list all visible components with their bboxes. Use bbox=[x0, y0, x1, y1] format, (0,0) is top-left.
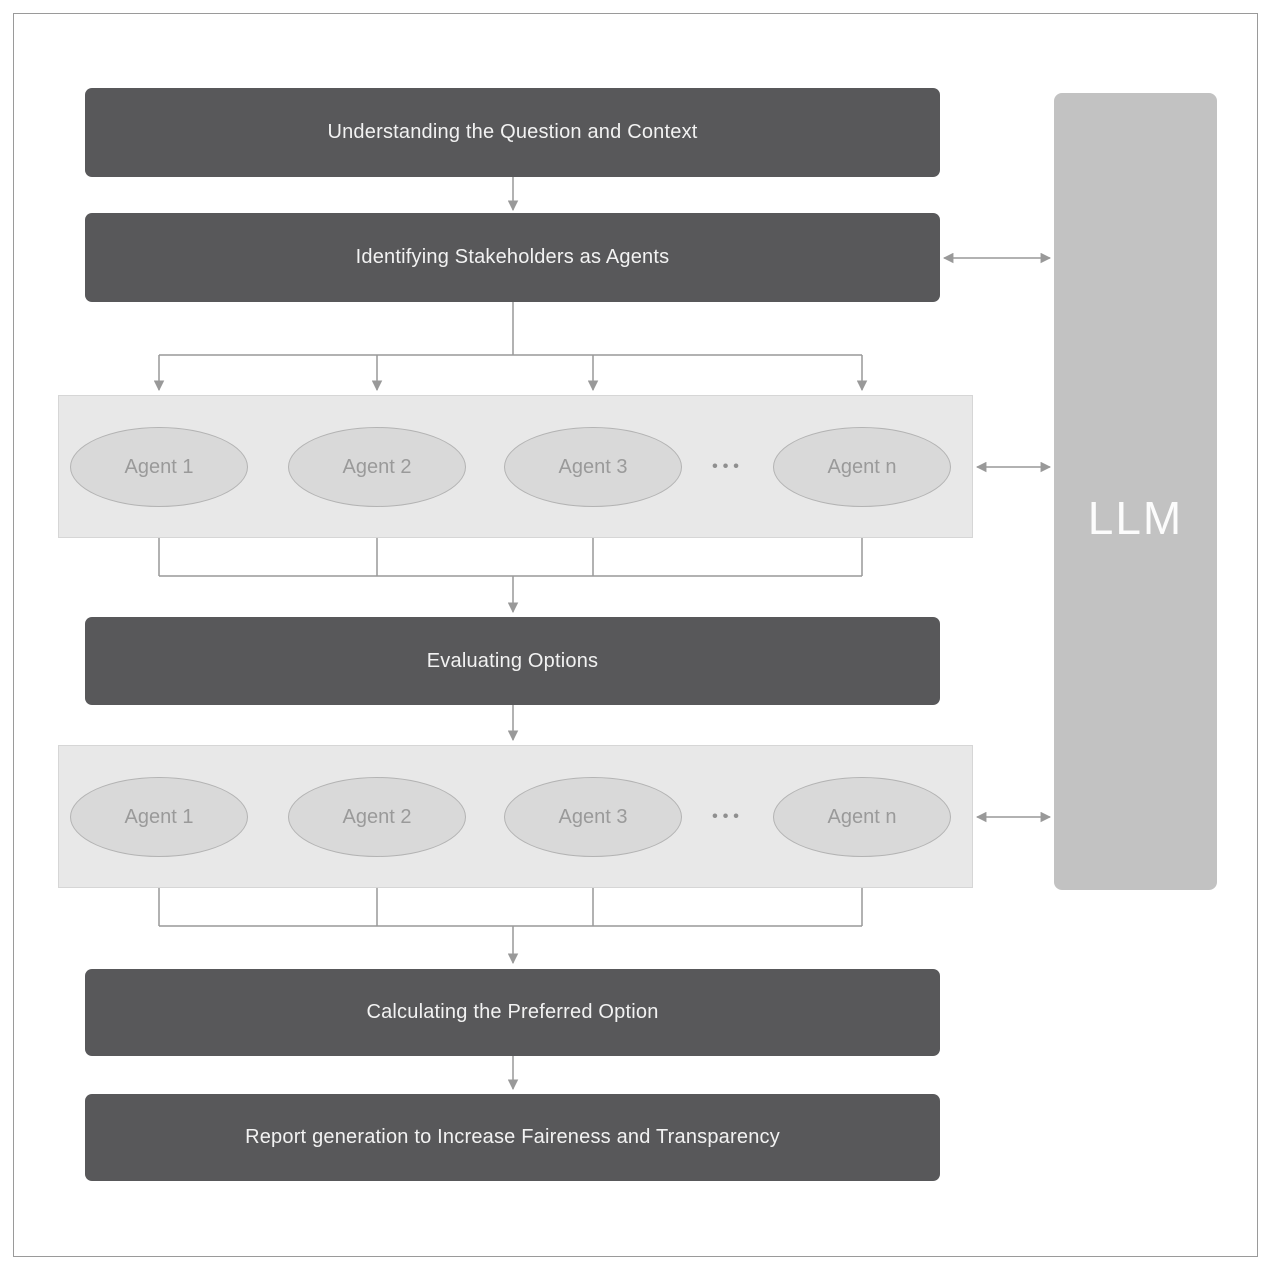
llm-panel: LLM bbox=[1054, 93, 1217, 890]
ellipsis-row1: ••• bbox=[712, 458, 744, 475]
agent-n-label-row1: Agent n bbox=[827, 455, 897, 478]
agent-row-2: Agent 1 Agent 2 Agent 3 ••• Agent n bbox=[58, 745, 973, 888]
node-report-label: Report generation to Increase Faireness … bbox=[245, 1126, 780, 1148]
node-report-generation: Report generation to Increase Faireness … bbox=[85, 1094, 940, 1181]
node-understanding-label: Understanding the Question and Context bbox=[327, 121, 698, 143]
agent-3-node-row2: Agent 3 bbox=[504, 777, 682, 857]
agent-1-label-row2: Agent 1 bbox=[124, 805, 194, 828]
agent-3-node-row1: Agent 3 bbox=[504, 427, 682, 507]
agent-2-node-row2: Agent 2 bbox=[288, 777, 466, 857]
node-identifying-stakeholders: Identifying Stakeholders as Agents bbox=[85, 213, 940, 302]
llm-label: LLM bbox=[1087, 491, 1184, 544]
agent-1-node-row1: Agent 1 bbox=[70, 427, 248, 507]
agent-1-label-row1: Agent 1 bbox=[124, 455, 194, 478]
agent-row-1: Agent 1 Agent 2 Agent 3 ••• Agent n bbox=[58, 395, 973, 538]
agent-2-node-row1: Agent 2 bbox=[288, 427, 466, 507]
agent-2-label-row1: Agent 2 bbox=[342, 455, 412, 478]
agent-2-label-row2: Agent 2 bbox=[342, 805, 412, 828]
ellipsis-row2: ••• bbox=[712, 808, 744, 825]
agent-n-label-row2: Agent n bbox=[827, 805, 897, 828]
agent-3-label-row1: Agent 3 bbox=[558, 455, 628, 478]
agent-1-node-row2: Agent 1 bbox=[70, 777, 248, 857]
agent-n-node-row1: Agent n bbox=[773, 427, 951, 507]
node-understanding-question: Understanding the Question and Context bbox=[85, 88, 940, 177]
agent-n-node-row2: Agent n bbox=[773, 777, 951, 857]
agent-3-label-row2: Agent 3 bbox=[558, 805, 628, 828]
node-identifying-label: Identifying Stakeholders as Agents bbox=[355, 246, 670, 268]
node-calculating-label: Calculating the Preferred Option bbox=[366, 1001, 659, 1023]
diagram-frame bbox=[13, 13, 1258, 1257]
node-evaluating-label: Evaluating Options bbox=[426, 649, 599, 672]
node-evaluating-options: Evaluating Options bbox=[85, 617, 940, 705]
node-calculating-preferred-option: Calculating the Preferred Option bbox=[85, 969, 940, 1056]
